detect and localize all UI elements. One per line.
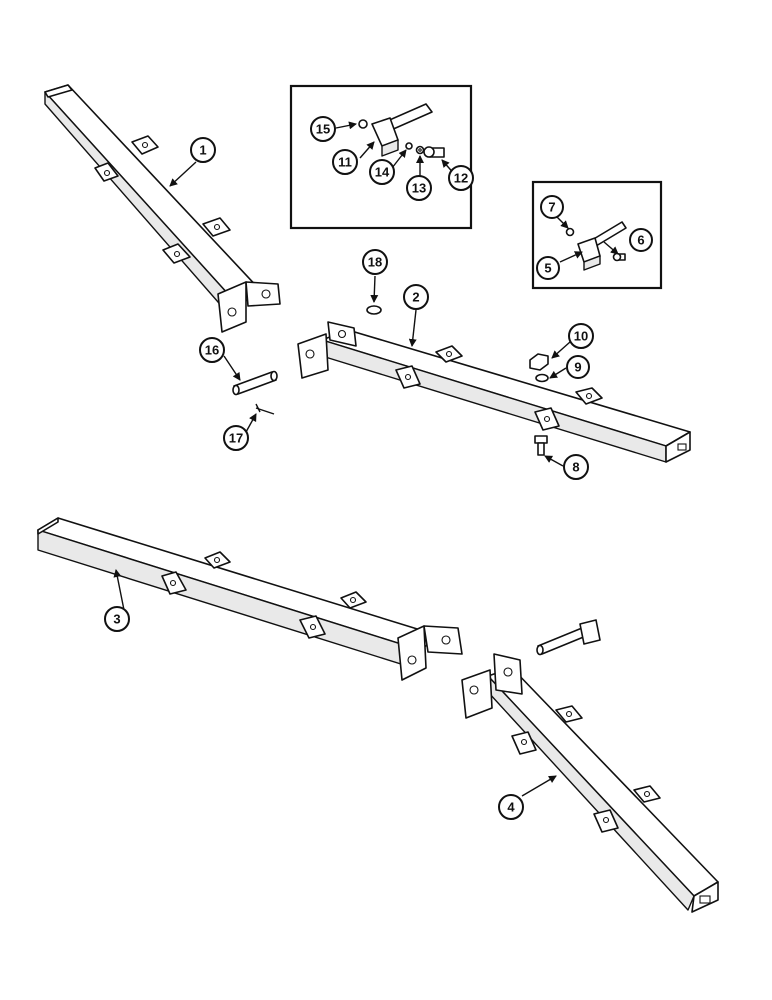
o-ring-part-18: [366, 305, 382, 315]
callout-11: 11: [332, 149, 358, 175]
mounting-tab: [633, 785, 661, 803]
callout-15: 15: [310, 116, 336, 142]
callout-label: 7: [548, 200, 555, 215]
nut-part-10: [529, 353, 549, 371]
frame-tube-part-1: [44, 84, 281, 333]
callout-1: 1: [190, 137, 216, 163]
callout-13: 13: [406, 175, 432, 201]
callout-3: 3: [104, 606, 130, 632]
callout-label: 18: [368, 255, 382, 270]
mounting-tab: [299, 615, 326, 639]
clevis-bracket: [461, 653, 523, 719]
callout-17: 17: [223, 425, 249, 451]
clevis-bracket: [297, 321, 357, 379]
callout-9: 9: [566, 355, 590, 379]
mounting-tab: [340, 591, 367, 609]
mounting-tab: [555, 705, 583, 723]
mounting-tab: [435, 345, 463, 363]
callout-label: 2: [412, 290, 419, 305]
callout-label: 3: [113, 612, 120, 627]
frame-tube-part-3: [37, 517, 463, 681]
callout-label: 13: [412, 181, 426, 196]
callout-4: 4: [498, 794, 524, 820]
callout-16: 16: [199, 337, 225, 363]
callout-label: 1: [199, 143, 206, 158]
callout-2: 2: [403, 284, 429, 310]
callout-label: 5: [544, 261, 551, 276]
arm-bracket-part-5: [577, 221, 627, 271]
callout-8: 8: [563, 454, 589, 480]
frame-tube-part-2: [297, 321, 691, 463]
mounting-tab: [204, 551, 231, 569]
callout-label: 12: [454, 171, 468, 186]
callout-label: 8: [572, 460, 579, 475]
mounting-tab: [511, 731, 537, 755]
nut-part-7: [565, 227, 575, 237]
mounting-tab: [593, 809, 619, 833]
callout-7: 7: [540, 195, 564, 219]
mounting-tab: [162, 243, 191, 264]
callout-label: 17: [229, 431, 243, 446]
bolt-part-8: [534, 435, 548, 456]
arm-bracket-part-11: [371, 103, 433, 157]
pin-part-16: [232, 370, 278, 396]
washer-part-14: [405, 142, 413, 150]
mounting-tab: [131, 135, 159, 155]
inset-box-bracket-detail: [289, 84, 473, 230]
mounting-tab: [534, 407, 560, 431]
mounting-tab: [161, 571, 187, 595]
arm-bracket-loose: [536, 619, 601, 656]
washer-part-13: [415, 145, 425, 155]
callout-label: 16: [205, 343, 219, 358]
leader-lines: [113, 121, 619, 797]
callout-14: 14: [369, 159, 395, 185]
mounting-tab: [575, 387, 603, 405]
bolt-part-6: [612, 252, 626, 262]
nut-part-15: [358, 119, 368, 129]
mounting-tab: [395, 365, 421, 389]
callout-label: 4: [507, 800, 515, 815]
washer-part-9: [535, 373, 549, 383]
clevis-bracket: [397, 625, 463, 681]
callout-18: 18: [362, 249, 388, 275]
bolt-part-12: [423, 146, 445, 158]
callout-6: 6: [629, 228, 653, 252]
frame-tube-part-4: [461, 653, 719, 913]
clip-pin-part-17: [255, 403, 275, 415]
callout-5: 5: [536, 256, 560, 280]
callout-label: 10: [574, 329, 588, 344]
callout-10: 10: [568, 323, 594, 349]
mounting-tab: [94, 162, 119, 182]
callout-label: 15: [316, 122, 330, 137]
callout-label: 9: [574, 360, 581, 375]
callout-12: 12: [448, 165, 474, 191]
mounting-tab: [202, 217, 231, 237]
clevis-bracket: [217, 281, 281, 333]
callout-label: 11: [338, 155, 352, 170]
callout-label: 14: [375, 165, 390, 180]
callout-label: 6: [637, 233, 644, 248]
